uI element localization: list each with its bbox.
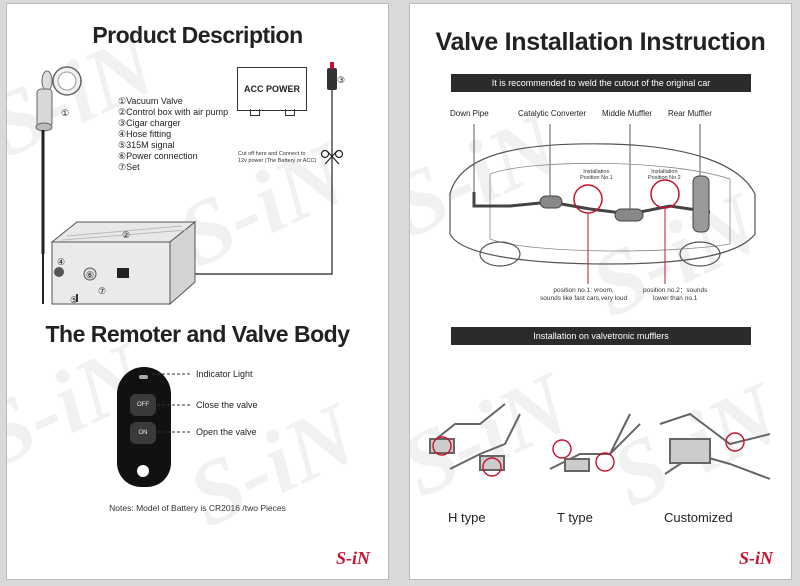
- callout-3: ③: [337, 75, 346, 85]
- product-description-title: Product Description: [92, 22, 303, 48]
- middle-muffler-label: Middle Muffler: [602, 109, 653, 118]
- cigar-charger-illustration: [327, 62, 337, 90]
- vacuum-valve-illustration: [35, 66, 82, 132]
- list-item: ⑦Set: [118, 162, 140, 172]
- customized-label: Customized: [664, 510, 733, 525]
- open-valve-label: Open the valve: [196, 427, 257, 437]
- callout-2: ②: [122, 230, 131, 240]
- h-type-label: H type: [448, 510, 486, 525]
- callout-7: ⑦: [98, 286, 107, 296]
- remote-control: OFF ON: [117, 367, 171, 487]
- list-item: ③Cigar charger: [118, 118, 181, 128]
- acc-leg: [250, 109, 260, 116]
- left-page: S-iN S-iN S-iN S-iN Product Description: [6, 3, 389, 580]
- acc-leg: [285, 109, 295, 116]
- remote-leader-lines: [152, 373, 190, 433]
- off-button[interactable]: OFF: [130, 394, 156, 416]
- position-1-description: position no.1: vroom, sounds like fast c…: [540, 287, 628, 302]
- brand-logo: S-iN: [738, 548, 773, 568]
- t-type-label: T type: [557, 510, 593, 525]
- keyring-hole: [137, 465, 149, 477]
- list-item: ④Hose fitting: [118, 129, 172, 139]
- control-box-illustration: [50, 220, 197, 306]
- valvetronic-banner: Installation on valvetronic mufflers: [451, 327, 751, 345]
- list-item: ①Vacuum Valve: [118, 96, 183, 106]
- acc-power-box: ACC POWER: [237, 67, 307, 111]
- position-1-label: Installation Position No.1: [580, 169, 613, 181]
- car-exhaust-diagram: [449, 124, 756, 284]
- brand-logo: S-iN: [335, 548, 370, 568]
- list-item: ⑤315M signal: [118, 140, 175, 150]
- wiring-diagram: [35, 62, 344, 306]
- position-2-label: Installation Position No.2: [648, 169, 681, 181]
- callout-1: ①: [61, 108, 70, 118]
- right-page: S-iN S-iN S-iN S-iN Valve Installation I…: [409, 3, 792, 580]
- t-type-exhaust: [549, 413, 641, 472]
- indicator-light: [139, 375, 148, 379]
- scissors-icon: [320, 149, 344, 165]
- callout-5: ⑤: [70, 295, 79, 305]
- component-list: ①Vacuum Valve ②Control box with air pump…: [118, 96, 228, 173]
- customized-exhaust: [659, 412, 771, 480]
- down-pipe-label: Down Pipe: [450, 109, 489, 118]
- list-item: ②Control box with air pump: [118, 107, 229, 117]
- on-button[interactable]: ON: [130, 422, 156, 444]
- remoter-title: The Remoter and Valve Body: [45, 321, 350, 347]
- rear-muffler-label: Rear Muffler: [668, 109, 712, 118]
- muffler-types-diagram: [429, 403, 771, 480]
- weld-banner: It is recommended to weld the cutout of …: [451, 74, 751, 92]
- installation-title: Valve Installation Instruction: [435, 28, 766, 56]
- indicator-label: Indicator Light: [196, 369, 253, 379]
- cut-note: Cut off here and Connect to 12v power (T…: [238, 151, 317, 164]
- battery-notes: Notes: Model of Battery is CR2016 /two P…: [109, 503, 286, 513]
- callout-4: ④: [57, 257, 66, 267]
- position-2-description: position no.2：sounds lower than no.1: [643, 287, 708, 302]
- callout-6: ⑥: [86, 270, 95, 280]
- close-valve-label: Close the valve: [196, 400, 258, 410]
- catalytic-converter-label: Catalytic Converter: [518, 109, 587, 118]
- list-item: ⑥Power connection: [118, 151, 198, 161]
